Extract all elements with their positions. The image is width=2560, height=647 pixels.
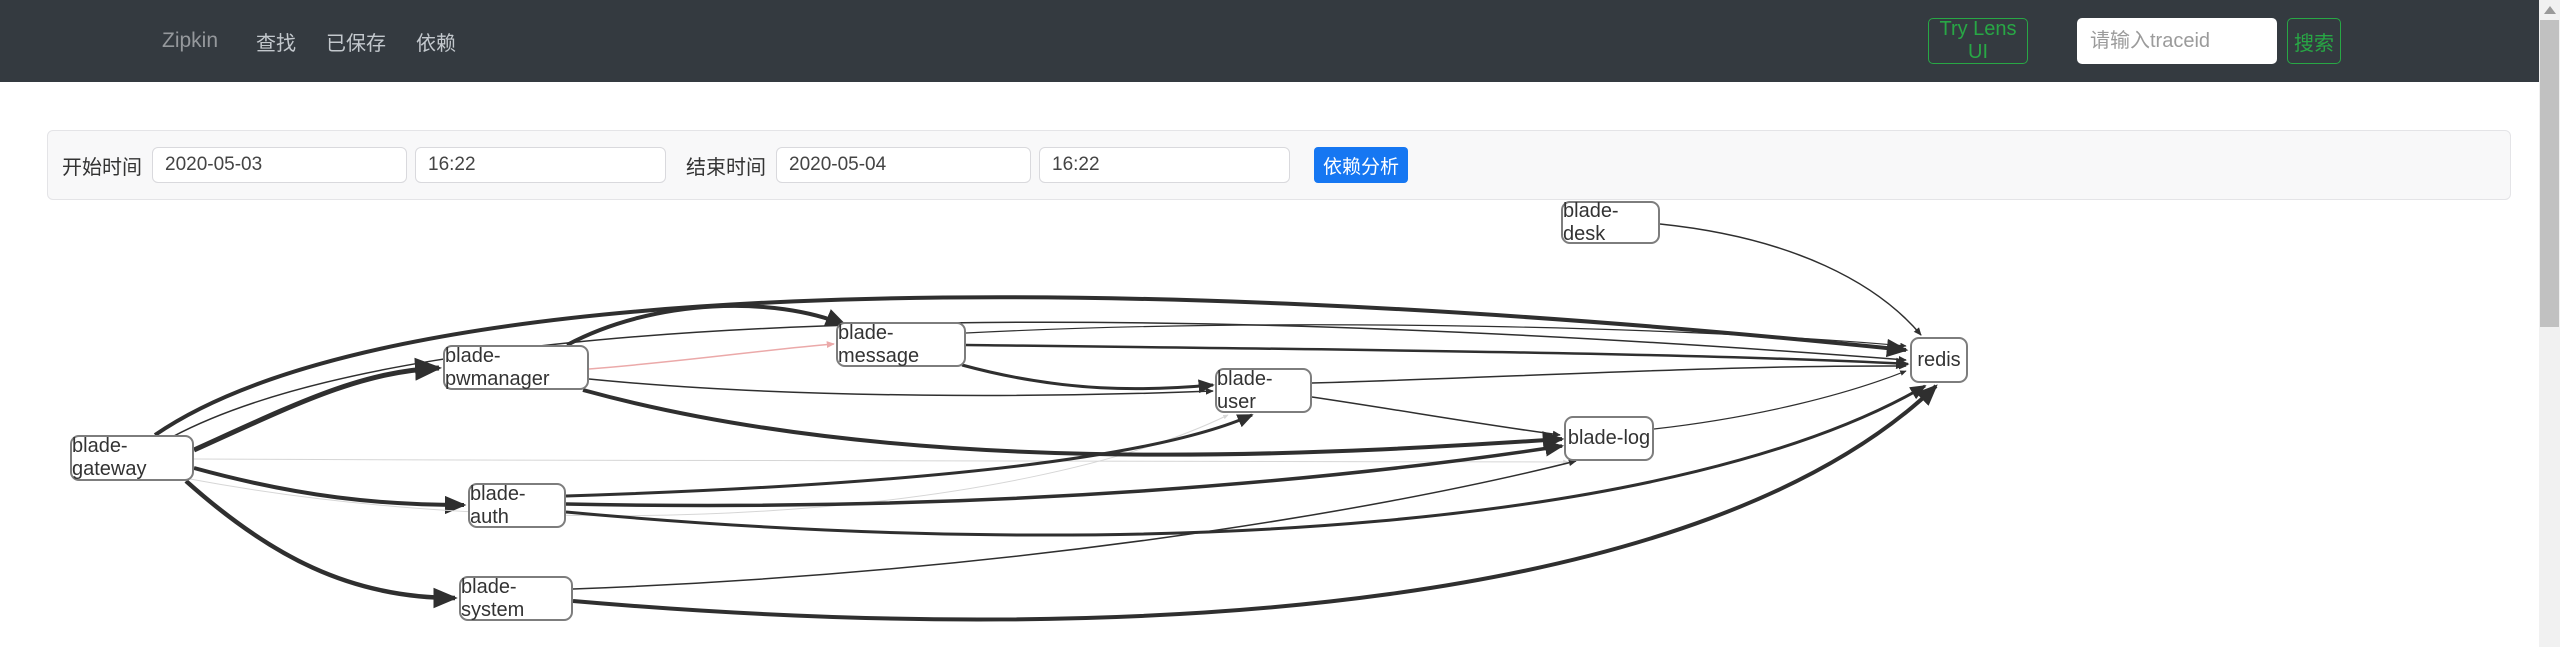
edge-blade-pwmanager-to-blade-log	[582, 388, 1565, 457]
edge-blade-message-to-redis	[965, 343, 1910, 370]
graph-node-label: blade-user	[1217, 367, 1273, 413]
graph-node-blade-message[interactable]: blade-message	[836, 322, 966, 367]
app-brand: Zipkin	[162, 29, 219, 52]
end-date-input[interactable]	[776, 147, 1031, 183]
edge-blade-gateway-to-blade-pwmanager	[192, 357, 442, 453]
edge-blade-desk-to-redis	[1659, 223, 1922, 336]
edge-blade-message-to-redis	[965, 324, 1907, 349]
end-time-label: 结束时间	[686, 156, 766, 179]
dependency-analyze-button[interactable]: 依赖分析	[1314, 147, 1408, 183]
nav-menu: 查找 已保存 依赖	[246, 27, 476, 56]
edge-blade-auth-to-blade-log	[565, 440, 1565, 508]
edge-blade-system-to-blade-log	[572, 459, 1577, 590]
vertical-scrollbar[interactable]	[2539, 0, 2560, 647]
graph-node-label: blade-log	[1567, 427, 1651, 449]
traceid-search-input[interactable]	[2077, 18, 2277, 64]
graph-node-label: redis	[1917, 348, 1961, 371]
edge-blade-auth-to-blade-user	[565, 413, 1254, 498]
nav-item-saved[interactable]: 已保存	[326, 32, 387, 55]
graph-node-blade-user[interactable]: blade-user	[1215, 368, 1312, 413]
try-lens-ui-button[interactable]: Try Lens UI	[1928, 18, 2028, 64]
graph-node-label: blade-pwmanager	[445, 344, 550, 390]
start-time-input[interactable]	[415, 147, 666, 183]
edge-blade-gateway-to-blade-user	[189, 414, 1229, 517]
graph-node-redis[interactable]: redis	[1910, 337, 1968, 383]
edge-blade-user-to-redis	[1311, 362, 1907, 384]
nav-item-dependencies[interactable]: 依赖	[416, 32, 457, 55]
graph-node-label: blade-auth	[470, 482, 526, 528]
edge-blade-log-to-redis	[1653, 370, 1907, 430]
graph-node-label: blade-system	[461, 575, 525, 621]
edge-blade-gateway-to-blade-auth	[193, 466, 467, 515]
scrollbar-thumb[interactable]	[2540, 20, 2559, 327]
scrollbar-up-arrow-icon[interactable]	[2539, 0, 2560, 20]
graph-node-blade-log[interactable]: blade-log	[1564, 416, 1654, 461]
graph-node-label: blade-desk	[1563, 199, 1619, 245]
graph-node-blade-desk[interactable]: blade-desk	[1561, 199, 1660, 245]
graph-node-blade-auth[interactable]: blade-auth	[468, 483, 566, 528]
time-range-toolbar: 开始时间 结束时间 依赖分析	[47, 130, 2511, 200]
graph-node-blade-pwmanager[interactable]: blade-pwmanager	[443, 345, 589, 390]
edge-blade-gateway-to-redis	[153, 295, 1909, 437]
edge-blade-message-to-blade-user	[961, 363, 1215, 394]
graph-node-label: blade-gateway	[72, 435, 147, 480]
edge-blade-gateway-to-blade-log	[193, 458, 1569, 465]
navbar-right-group: Try Lens UI 搜索	[1900, 0, 2560, 82]
edge-blade-pwmanager-to-blade-user	[588, 378, 1214, 397]
edge-blade-pwmanager-to-blade-message	[566, 303, 848, 347]
graph-node-blade-system[interactable]: blade-system	[459, 576, 573, 621]
end-time-input[interactable]	[1039, 147, 1290, 183]
nav-item-find[interactable]: 查找	[256, 32, 297, 55]
edge-blade-user-to-blade-log	[1311, 396, 1561, 438]
top-navbar: Zipkin 查找 已保存 依赖 Try Lens UI 搜索	[0, 0, 2560, 82]
edge-blade-pwmanager-to-blade-message	[588, 341, 835, 370]
graph-node-blade-gateway[interactable]: blade-gateway	[70, 435, 194, 481]
search-button[interactable]: 搜索	[2287, 18, 2341, 64]
edge-blade-gateway-to-blade-system	[184, 479, 458, 609]
edge-blade-system-to-redis	[572, 384, 1938, 622]
start-date-input[interactable]	[152, 147, 407, 183]
start-time-label: 开始时间	[62, 156, 142, 179]
graph-node-label: blade-message	[838, 321, 920, 367]
